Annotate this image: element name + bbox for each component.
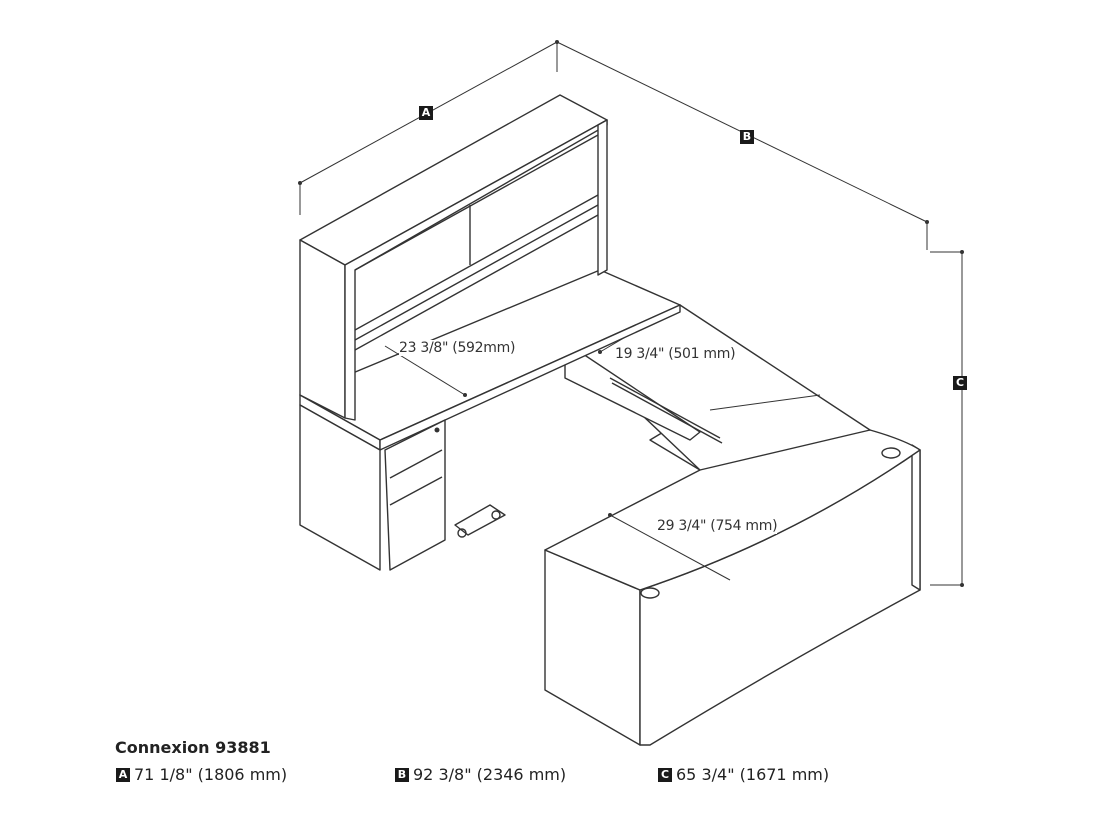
dimension-bridge-depth: 19 3/4" (501 mm) (615, 346, 736, 362)
spec-b: B 92 3/8" (2346 mm) (395, 765, 566, 784)
dimension-bow-desk-depth: 29 3/4" (754 mm) (657, 518, 778, 534)
dimension-badge-b: B (740, 130, 754, 144)
product-title: Connexion 93881 (115, 738, 271, 757)
dimension-badge-a: A (419, 106, 433, 120)
spec-value-c: 65 3/4" (1671 mm) (676, 765, 830, 784)
bow-desk (544, 409, 921, 746)
dimension-badge-c: C (953, 376, 967, 390)
spec-badge-b: B (395, 767, 409, 782)
dimension-line-b (556, 41, 929, 250)
spec-value-b: 92 3/8" (2346 mm) (413, 765, 567, 784)
spec-value-a: 71 1/8" (1806 mm) (134, 765, 288, 784)
spec-badge-c: C (658, 767, 672, 782)
dimension-left-desk-depth: 23 3/8" (592mm) (399, 340, 516, 356)
spec-badge-a: A (116, 767, 130, 782)
spec-a: A 71 1/8" (1806 mm) (116, 765, 287, 784)
spec-c: C 65 3/4" (1671 mm) (658, 765, 829, 784)
hutch (299, 94, 608, 421)
dimension-line-c (930, 250, 964, 587)
